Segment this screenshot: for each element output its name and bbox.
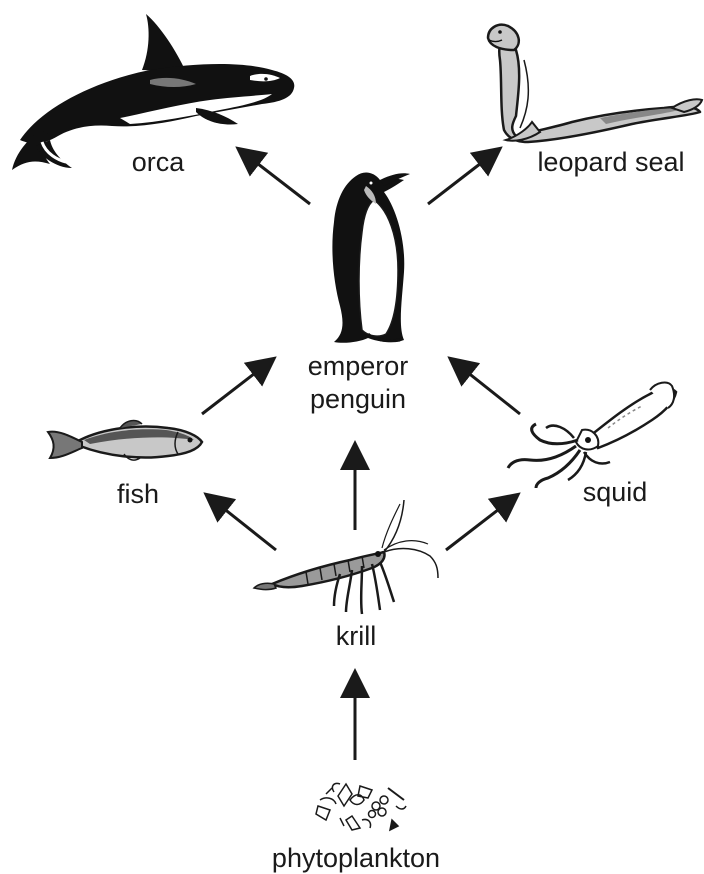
emperor-penguin-label: emperor penguin xyxy=(298,350,418,416)
arrow-krill-to-fish xyxy=(208,496,276,550)
arrow-emperor-penguin-to-orca xyxy=(240,150,310,204)
arrow-emperor-penguin-to-leopard-seal xyxy=(428,150,498,204)
arrow-krill-to-squid xyxy=(446,496,516,550)
krill-icon xyxy=(254,500,438,614)
fish-icon xyxy=(48,421,202,461)
phytoplankton-icon xyxy=(316,783,406,830)
emperor-penguin-label-line2: penguin xyxy=(298,383,418,416)
squid-icon xyxy=(508,383,676,488)
phytoplankton-label: phytoplankton xyxy=(268,842,444,874)
arrow-fish-to-emperor-penguin xyxy=(202,360,272,414)
fish-label: fish xyxy=(110,478,166,510)
leopard-seal-icon xyxy=(488,25,702,142)
emperor-penguin-label-line1: emperor xyxy=(298,350,418,383)
leopard-seal-label: leopard seal xyxy=(530,146,692,178)
squid-label: squid xyxy=(578,476,652,508)
emperor-penguin-icon xyxy=(332,173,410,343)
orca-label: orca xyxy=(126,146,190,178)
krill-label: krill xyxy=(330,620,382,652)
arrow-squid-to-emperor-penguin xyxy=(452,360,520,414)
